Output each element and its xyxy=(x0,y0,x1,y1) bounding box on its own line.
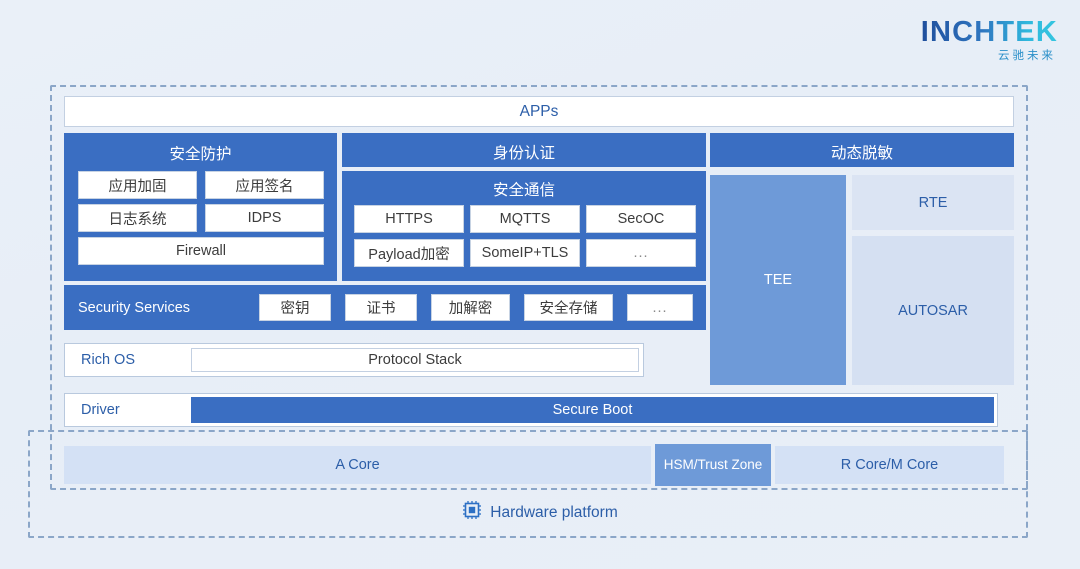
secure-boot-block: Secure Boot xyxy=(191,397,994,423)
security-services-label: Security Services xyxy=(78,299,191,316)
identity-auth-panel: 身份认证 xyxy=(342,133,706,167)
dynamic-masking-panel: 动态脱敏 xyxy=(710,133,1014,167)
chip-payload-encryption: Payload加密 xyxy=(354,239,464,267)
chip-icon xyxy=(462,500,482,525)
rich-os-label: Rich OS xyxy=(81,352,135,368)
protocol-stack-block: Protocol Stack xyxy=(191,348,639,372)
hardware-platform-caption: Hardware platform xyxy=(0,500,1080,525)
chip-secure-storage: 安全存储 xyxy=(524,294,613,321)
chip-key: 密钥 xyxy=(259,294,331,321)
driver-label: Driver xyxy=(81,402,120,418)
hardware-platform-frame xyxy=(28,430,1028,538)
chip-security-services-more: ... xyxy=(627,294,693,321)
hardware-platform-label: Hardware platform xyxy=(490,503,618,521)
core-hsm-trustzone: HSM/ Trust Zone xyxy=(655,444,771,486)
chip-https: HTTPS xyxy=(354,205,464,233)
chip-someip-tls: SomeIP+TLS xyxy=(470,239,580,267)
secure-comm-panel: 安全通信 HTTPS MQTTS SecOC Payload加密 SomeIP+… xyxy=(342,171,706,281)
security-services-panel: Security Services 密钥 证书 加解密 安全存储 ... xyxy=(64,285,706,330)
chip-secoc: SecOC xyxy=(586,205,696,233)
hsm-line-2: Trust Zone xyxy=(697,457,763,473)
chip-encrypt-decrypt: 加解密 xyxy=(431,294,510,321)
brand-logo: INCHTEK 云驰未来 xyxy=(921,18,1058,63)
security-protection-panel: 安全防护 应用加固 应用签名 日志系统 IDPS Firewall xyxy=(64,133,337,281)
autosar-block: AUTOSAR xyxy=(852,236,1014,385)
tee-block: TEE xyxy=(710,175,846,385)
chip-idps: IDPS xyxy=(205,204,324,232)
chip-log-system: 日志系统 xyxy=(78,204,197,232)
rich-os-row: Rich OS Protocol Stack xyxy=(64,343,644,377)
chip-firewall: Firewall xyxy=(78,237,324,265)
apps-layer: APPs xyxy=(64,96,1014,127)
security-protection-title: 安全防护 xyxy=(169,146,232,163)
chip-secure-comm-more: ... xyxy=(586,239,696,267)
identity-auth-title: 身份认证 xyxy=(492,145,555,162)
dynamic-masking-title: 动态脱敏 xyxy=(830,145,893,162)
rte-block: RTE xyxy=(852,175,1014,230)
driver-row: Driver Secure Boot xyxy=(64,393,998,427)
core-a: A Core xyxy=(64,446,651,484)
chip-certificate: 证书 xyxy=(345,294,417,321)
logo-wordmark: INCHTEK xyxy=(920,16,1058,48)
chip-mqtts: MQTTS xyxy=(470,205,580,233)
core-r-m: R Core/M Core xyxy=(775,446,1004,484)
chip-app-signing: 应用签名 xyxy=(205,171,324,199)
software-stack-frame xyxy=(50,85,1028,490)
logo-tagline: 云驰未来 xyxy=(998,50,1056,62)
secure-comm-title: 安全通信 xyxy=(492,182,555,199)
hsm-line-1: HSM/ xyxy=(663,457,698,473)
chip-app-hardening: 应用加固 xyxy=(78,171,197,199)
